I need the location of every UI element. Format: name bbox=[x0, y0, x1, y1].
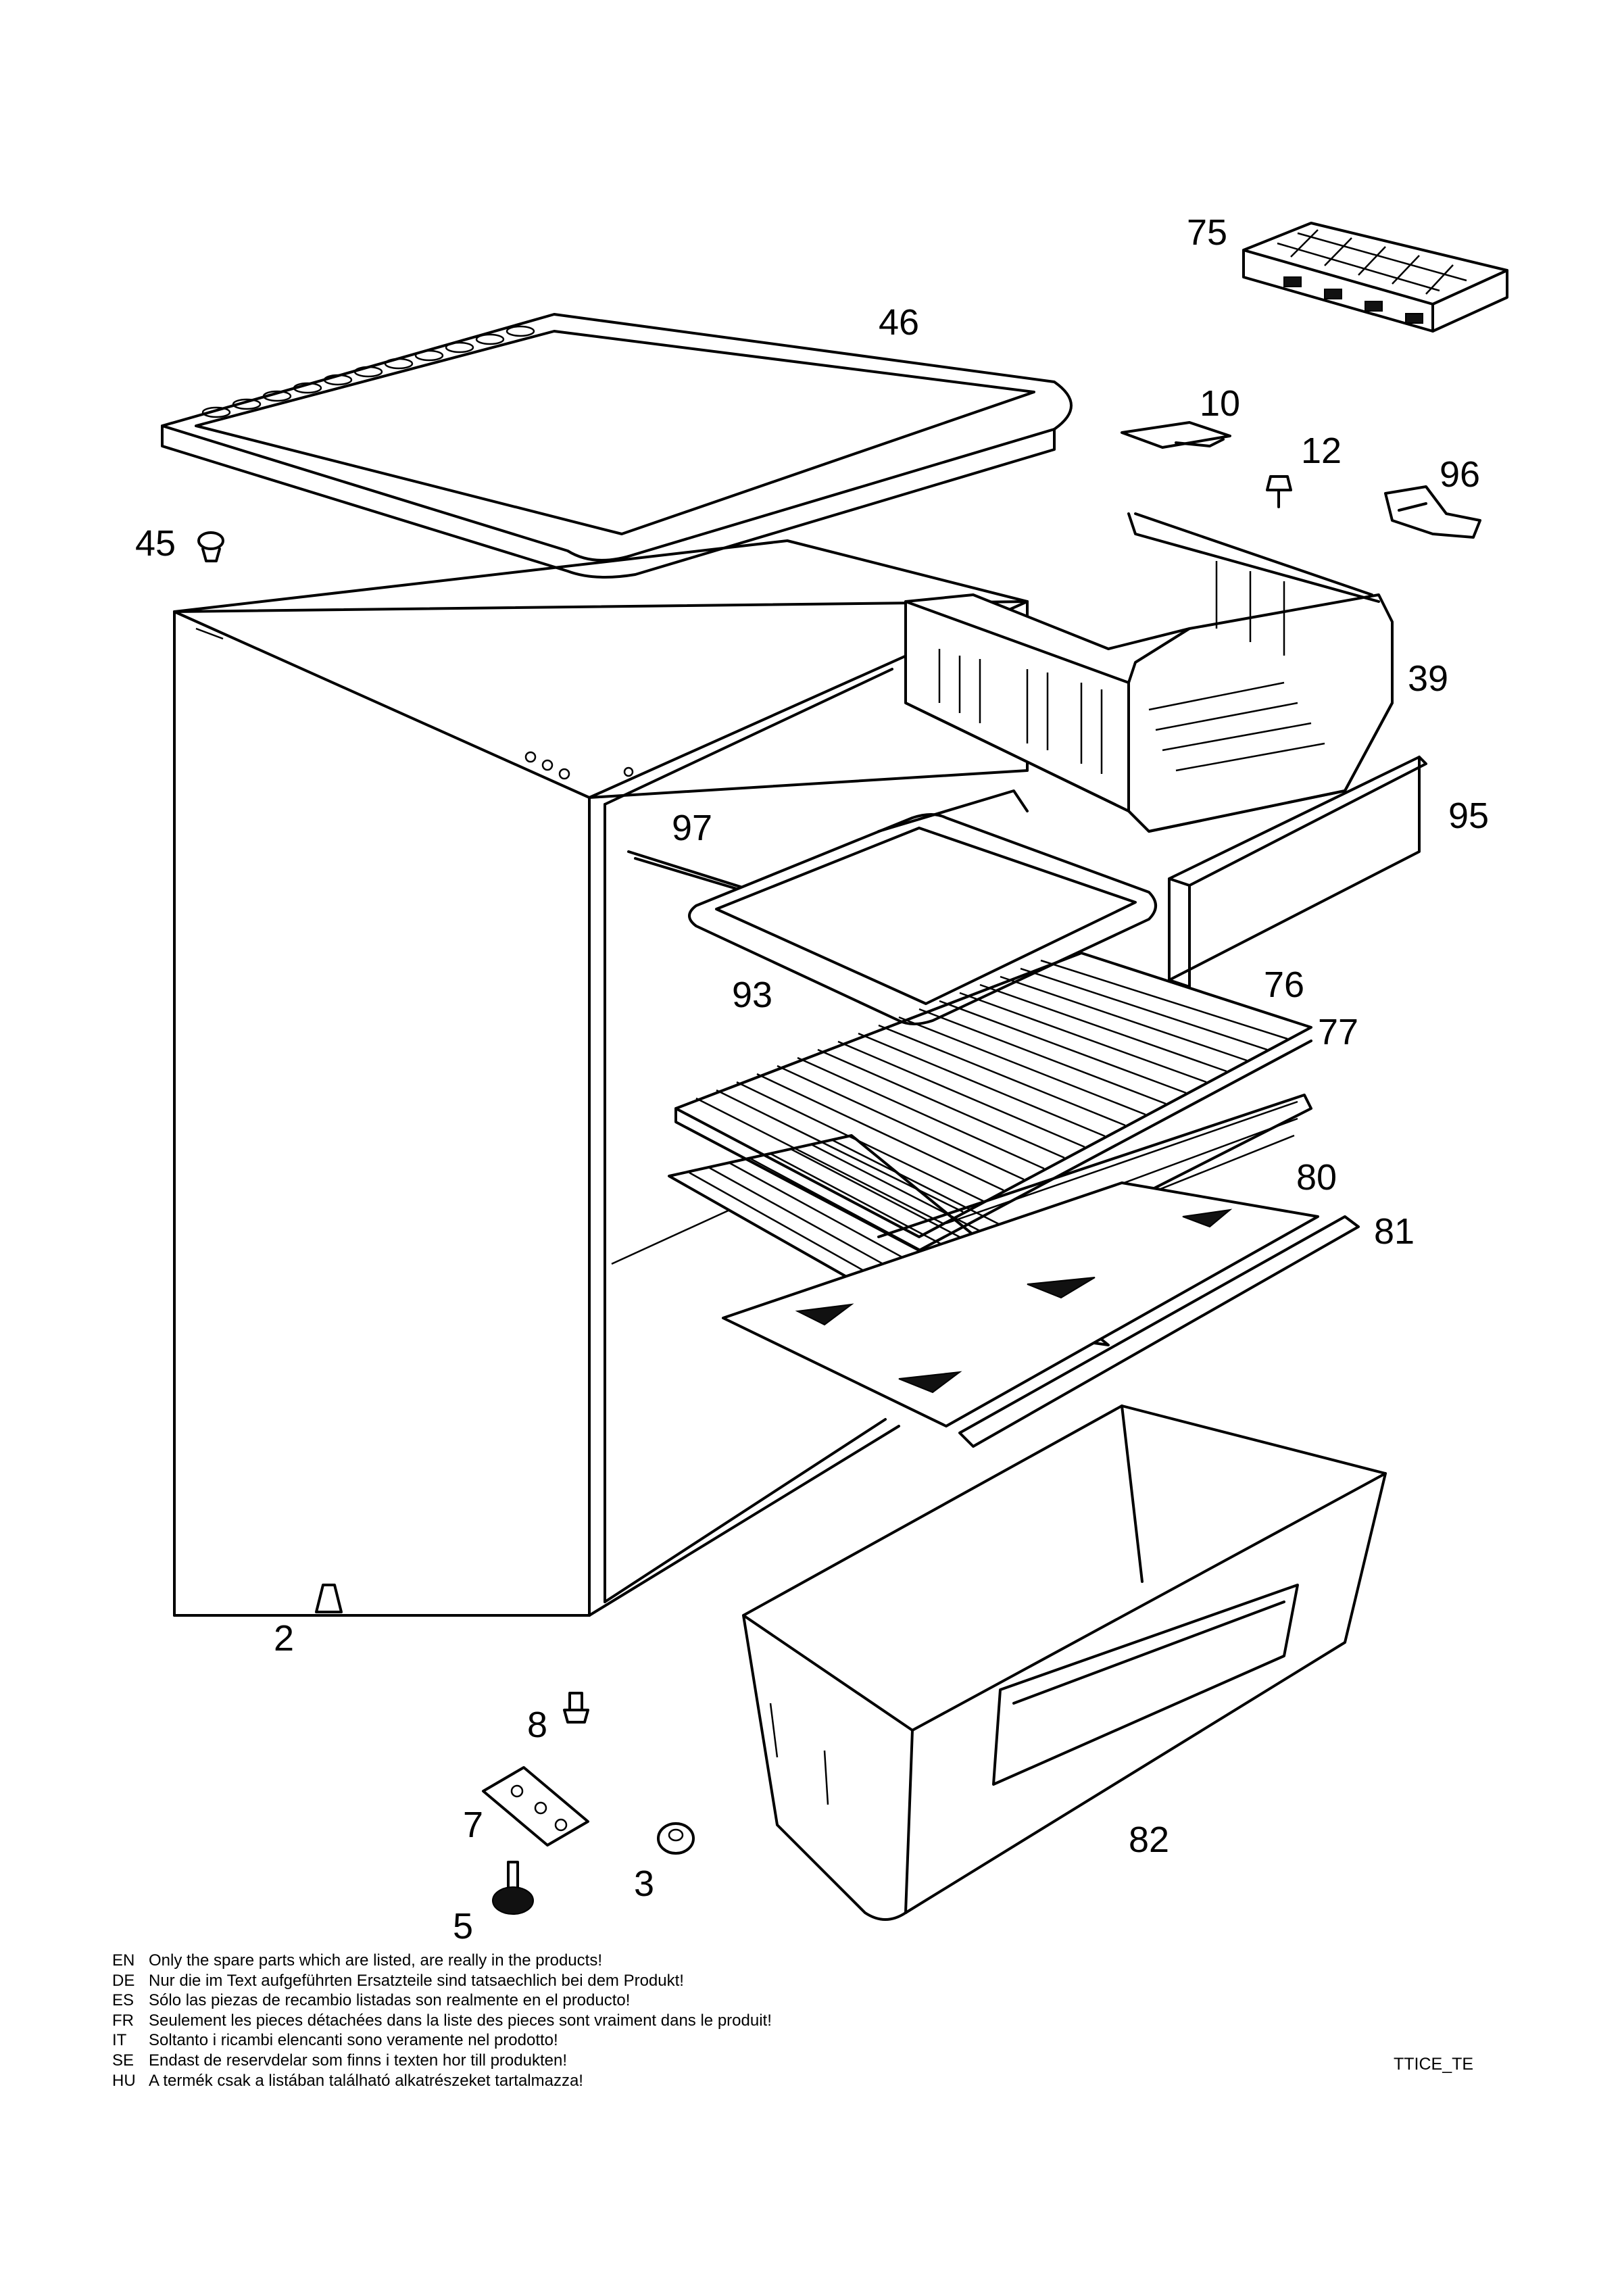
callout-93: 93 bbox=[732, 975, 772, 1015]
callout-46: 46 bbox=[879, 302, 919, 343]
note-se: SE Endast de reservdelar som finns i text… bbox=[112, 2051, 1194, 2071]
callout-81: 81 bbox=[1374, 1211, 1415, 1252]
bracket-part bbox=[1121, 421, 1231, 449]
callout-96: 96 bbox=[1440, 454, 1480, 495]
reference-code: TTICE_TE bbox=[1394, 2055, 1474, 2074]
note-text: Nur die im Text aufgeführten Ersatzteile… bbox=[149, 1971, 684, 1990]
hinge-plate bbox=[482, 1766, 589, 1847]
callout-3: 3 bbox=[634, 1863, 654, 1904]
crisper-drawer bbox=[742, 1405, 1387, 1921]
note-code: FR bbox=[112, 2011, 134, 2030]
note-it: IT Soltanto i ricambi elencanti sono vera… bbox=[112, 2030, 1194, 2051]
top-cover bbox=[161, 313, 1073, 579]
note-code: IT bbox=[112, 2031, 127, 2050]
callout-5: 5 bbox=[453, 1906, 473, 1947]
adjustable-foot bbox=[492, 1861, 534, 1915]
callout-76: 76 bbox=[1264, 964, 1304, 1005]
small-cap bbox=[197, 531, 224, 562]
note-text: Endast de reservdelar som finns i texten… bbox=[149, 2051, 567, 2070]
hinge-clip bbox=[1384, 485, 1481, 539]
callout-8: 8 bbox=[527, 1705, 547, 1745]
callout-2: 2 bbox=[274, 1618, 294, 1659]
note-code: SE bbox=[112, 2051, 134, 2070]
callout-82: 82 bbox=[1129, 1819, 1169, 1860]
plug-part bbox=[315, 1584, 343, 1613]
cabinet-body bbox=[173, 539, 1029, 1617]
multilingual-disclaimer: EN Only the spare parts which are listed,… bbox=[112, 1951, 1194, 2091]
shelf-edge-strip bbox=[958, 1215, 1360, 1448]
callout-10: 10 bbox=[1200, 383, 1240, 424]
callout-75: 75 bbox=[1187, 212, 1227, 253]
note-code: ES bbox=[112, 1991, 134, 2010]
note-hu: HU A termék csak a listában található alk… bbox=[112, 2071, 1194, 2091]
note-text: Only the spare parts which are listed, a… bbox=[149, 1951, 602, 1970]
callout-77: 77 bbox=[1318, 1012, 1358, 1052]
bolt-part bbox=[563, 1692, 589, 1724]
note-text: Soltanto i ricambi elencanti sono verame… bbox=[149, 2031, 558, 2050]
note-es: ES Sólo las piezas de recambio listadas s… bbox=[112, 1990, 1194, 2011]
note-text: Seulement les pieces détachées dans la l… bbox=[149, 2011, 772, 2030]
tray bbox=[688, 789, 1157, 1025]
ice-tray bbox=[1242, 222, 1508, 333]
note-code: EN bbox=[112, 1951, 135, 1970]
note-text: A termék csak a listában található alkat… bbox=[149, 2071, 583, 2090]
upper-wire-shelf bbox=[674, 952, 1312, 1252]
callout-80: 80 bbox=[1296, 1157, 1337, 1198]
callout-97: 97 bbox=[672, 808, 712, 848]
callout-45: 45 bbox=[135, 523, 176, 564]
glass-shelf bbox=[722, 1181, 1319, 1427]
note-fr: FR Seulement les pieces détachées dans la… bbox=[112, 2011, 1194, 2031]
callout-95: 95 bbox=[1448, 796, 1489, 836]
callout-12: 12 bbox=[1301, 431, 1342, 471]
note-code: DE bbox=[112, 1971, 135, 1990]
note-text: Sólo las piezas de recambio listadas son… bbox=[149, 1991, 631, 2010]
note-en: EN Only the spare parts which are listed,… bbox=[112, 1951, 1194, 1971]
screw-part bbox=[1266, 475, 1292, 508]
bushing-part bbox=[657, 1822, 695, 1855]
callout-7: 7 bbox=[463, 1805, 483, 1845]
note-de: DE Nur die im Text aufgeführten Ersatztei… bbox=[112, 1971, 1194, 1991]
note-code: HU bbox=[112, 2071, 136, 2090]
callout-39: 39 bbox=[1408, 658, 1448, 699]
evaporator bbox=[904, 512, 1394, 833]
